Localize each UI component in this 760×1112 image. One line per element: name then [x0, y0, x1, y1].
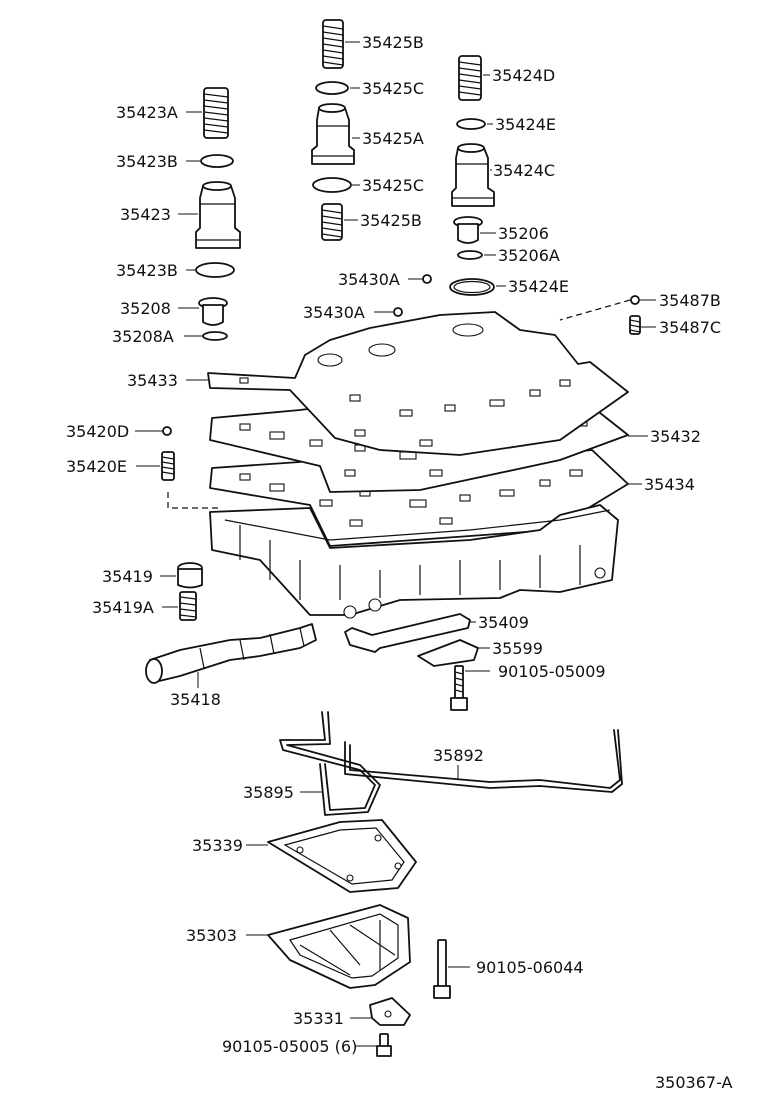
valve-35418: [145, 623, 317, 684]
ball-35430a-top: [422, 274, 432, 284]
label-35420e: 35420E: [66, 457, 127, 476]
sleeve-35424c: [451, 143, 495, 207]
label-35424d: 35424D: [492, 66, 555, 85]
plate-35433: [207, 311, 629, 456]
bolt-90105-06044: [433, 939, 451, 999]
plug-35419: [177, 562, 203, 589]
label-35425a: 35425A: [362, 129, 424, 148]
label-35206: 35206: [498, 224, 549, 243]
spring-35419a: [179, 591, 197, 621]
spring-35420e: [161, 451, 175, 481]
spring-35423a: [203, 87, 229, 139]
spring-35425b-bot: [321, 203, 343, 241]
label-35303: 35303: [186, 926, 237, 945]
diagram-id: 350367-A: [655, 1073, 733, 1092]
label-35339: 35339: [192, 836, 243, 855]
label-35206a: 35206A: [498, 246, 560, 265]
label-35419a: 35419A: [92, 598, 154, 617]
label-35208: 35208: [120, 299, 171, 318]
oring-35423b-bot: [195, 262, 235, 278]
label-35432: 35432: [650, 427, 701, 446]
label-35895: 35895: [243, 783, 294, 802]
oring-35424e-top: [456, 118, 486, 130]
plate-35599: [417, 639, 479, 667]
label-35433: 35433: [127, 371, 178, 390]
label-35425b-top: 35425B: [362, 33, 424, 52]
label-35423b-bot: 35423B: [116, 261, 178, 280]
alignment-line-right: [559, 299, 631, 321]
oring-35423b-top: [200, 154, 234, 168]
spring-35425b-top: [322, 19, 344, 69]
spring-35424d: [458, 55, 482, 101]
valve-body: [209, 504, 619, 619]
label-35487c: 35487C: [659, 318, 721, 337]
plug-35208: [198, 297, 228, 326]
label-35423: 35423: [120, 205, 171, 224]
label-35425c-top: 35425C: [362, 79, 424, 98]
label-35430a-top: 35430A: [338, 270, 400, 289]
label-35424c: 35424C: [493, 161, 555, 180]
alignment-line-left: [167, 492, 218, 509]
label-35409: 35409: [478, 613, 529, 632]
sleeve-35425a: [311, 103, 355, 165]
label-35424e-bot: 35424E: [508, 277, 569, 296]
label-35418: 35418: [170, 690, 221, 709]
label-90105-05005: 90105-05005 (6): [222, 1037, 357, 1056]
ball-35430a-bot: [393, 307, 403, 317]
label-90105-06044: 90105-06044: [476, 958, 584, 977]
ball-35487b: [630, 295, 640, 305]
pipe-35895: [279, 711, 381, 816]
label-35208a: 35208A: [112, 327, 174, 346]
bracket-35409: [344, 613, 471, 653]
oring-35425c-bot: [312, 177, 352, 193]
spring-35487c: [629, 315, 641, 335]
ball-35420d: [162, 426, 172, 436]
label-35425b-bot: 35425B: [360, 211, 422, 230]
label-35425c-bot: 35425C: [362, 176, 424, 195]
plug-35206: [453, 216, 483, 244]
bolt-90105-05005: [376, 1033, 392, 1057]
clip-35206a: [457, 250, 483, 260]
label-35599: 35599: [492, 639, 543, 658]
oring-35424e-bot: [449, 278, 495, 296]
label-35423a: 35423A: [116, 103, 178, 122]
label-35892: 35892: [433, 746, 484, 765]
label-90105-05009: 90105-05009: [498, 662, 606, 681]
label-35419: 35419: [102, 567, 153, 586]
clip-35208a: [202, 331, 228, 341]
label-35430a-bot: 35430A: [303, 303, 365, 322]
label-35434: 35434: [644, 475, 695, 494]
bolt-90105-05009: [450, 665, 468, 711]
strainer-35303: [267, 904, 411, 989]
label-35424e-top: 35424E: [495, 115, 556, 134]
label-35423b-top: 35423B: [116, 152, 178, 171]
label-35331: 35331: [293, 1009, 344, 1028]
sleeve-35423: [195, 181, 241, 249]
pipe-35892: [344, 729, 623, 793]
gasket-35339: [267, 819, 417, 893]
label-35420d: 35420D: [66, 422, 129, 441]
oring-35425c-top: [315, 81, 349, 95]
label-35487b: 35487B: [659, 291, 721, 310]
